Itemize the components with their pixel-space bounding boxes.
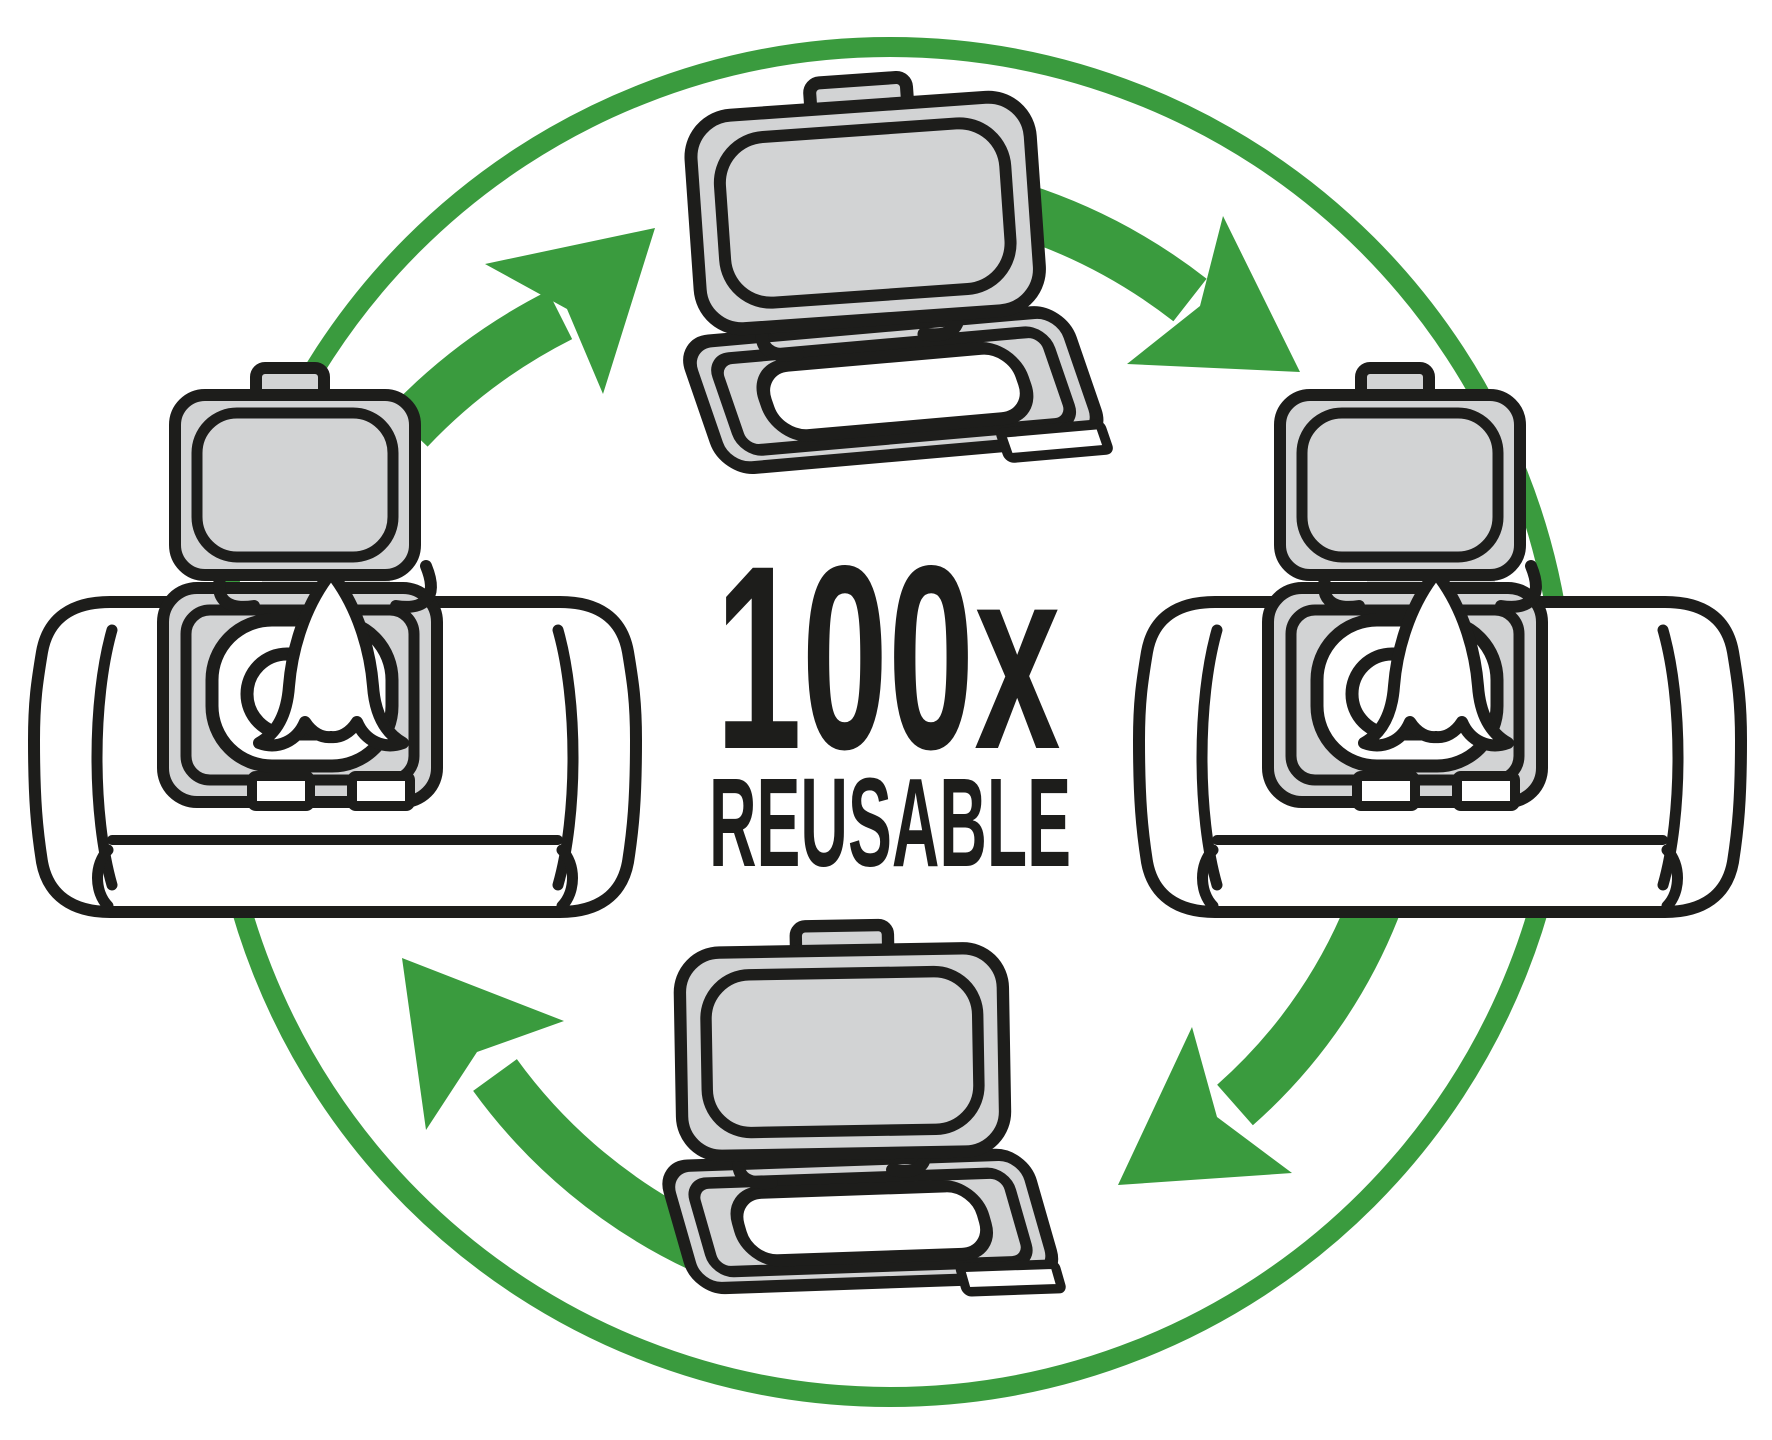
arrow-arc: [1011, 184, 1207, 322]
arrow-arc: [473, 1058, 712, 1270]
wipes-pack-bottom-open-lid-icon: [655, 906, 1080, 1320]
arrow-head-icon: [1127, 216, 1300, 372]
arrow-bottom-left: [402, 958, 712, 1270]
reuse-label-text: REUSABLE: [709, 752, 1071, 893]
arrow-arc: [388, 290, 573, 447]
cycle-arrows: [388, 184, 1406, 1270]
reuse-count-text: 100x: [716, 511, 1062, 804]
arrow-top-left: [388, 228, 655, 447]
arrow-head-icon: [1118, 1027, 1292, 1185]
arrow-bottom-right: [1118, 880, 1406, 1185]
wipes-pack-left-wipe-out-icon: [34, 368, 636, 912]
wipes-pack-top-open-lid-icon: [682, 68, 1109, 482]
arrow-arc: [1216, 880, 1406, 1126]
arrow-head-icon: [402, 958, 564, 1130]
wipes-pack-right-wipe-out-icon: [1139, 368, 1741, 912]
arrow-head-icon: [485, 228, 655, 394]
